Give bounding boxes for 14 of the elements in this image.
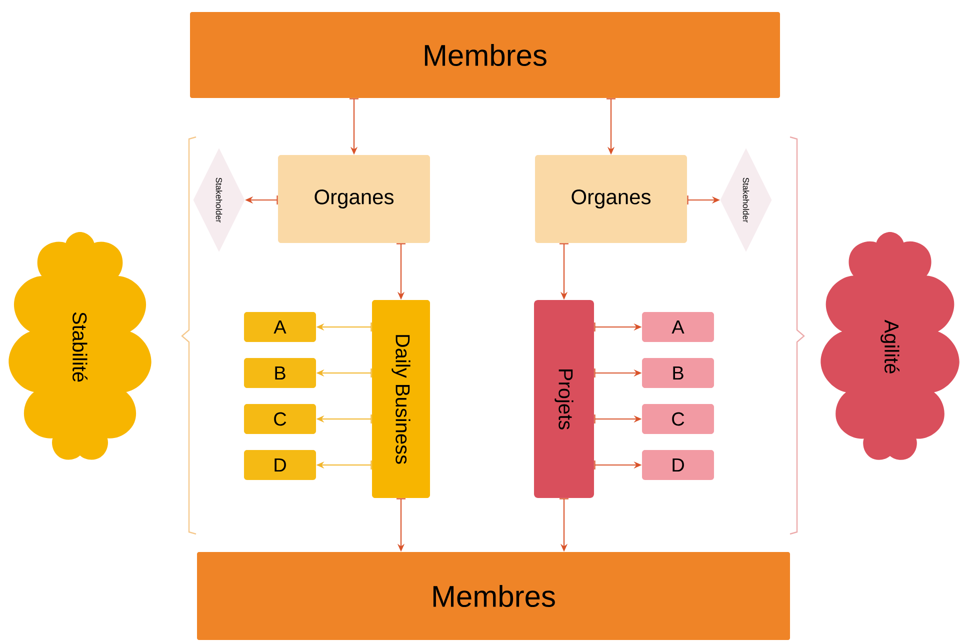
membres-band: Membres — [197, 552, 790, 640]
organ-box: Organes — [278, 155, 430, 243]
task-box: C — [244, 404, 316, 434]
task-box: D — [244, 450, 316, 480]
task-box: B — [642, 358, 714, 388]
organ-box: Organes — [535, 155, 687, 243]
task-box: C — [642, 404, 714, 434]
membres-band: Membres — [190, 12, 780, 98]
task-box: A — [642, 312, 714, 342]
task-box: A — [244, 312, 316, 342]
projects-bar: Projets — [534, 300, 594, 498]
task-box: B — [244, 358, 316, 388]
daily-business-bar: Daily Business — [372, 300, 430, 498]
task-box: D — [642, 450, 714, 480]
